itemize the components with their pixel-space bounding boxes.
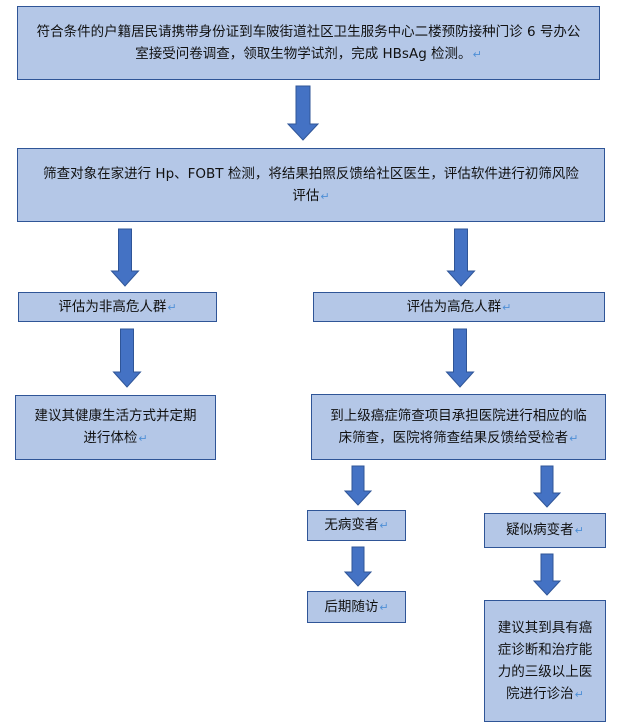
arrow-screening-to-suspected bbox=[532, 465, 562, 508]
arrow-step2-to-non-high-risk bbox=[110, 228, 140, 287]
step1-box: 符合条件的户籍居民请携带身份证到车陂街道社区卫生服务中心二楼预防接种门诊 6 号… bbox=[17, 6, 600, 80]
return-mark-icon: ↵ bbox=[574, 524, 584, 537]
return-mark-icon: ↵ bbox=[472, 47, 482, 61]
return-mark-icon: ↵ bbox=[138, 432, 148, 445]
suspected-lesion-box: 疑似病变者↵ bbox=[484, 513, 606, 548]
arrow-non-high-risk-to-advice bbox=[112, 328, 142, 388]
follow-up-box: 后期随访↵ bbox=[307, 591, 406, 623]
hospital-screening-text: 到上级癌症筛查项目承担医院进行相应的临床筛查，医院将筛查结果反馈给受检者 bbox=[330, 407, 587, 446]
suspected-lesion-text: 疑似病变者 bbox=[506, 522, 574, 538]
step2-text: 筛查对象在家进行 Hp、FOBT 检测，将结果拍照反馈给社区医生，评估软件进行初… bbox=[43, 165, 579, 204]
follow-up-text: 后期随访 bbox=[324, 598, 379, 615]
high-risk-box: 评估为高危人群↵ bbox=[313, 292, 605, 322]
step1-text: 符合条件的户籍居民请携带身份证到车陂街道社区卫生服务中心二楼预防接种门诊 6 号… bbox=[36, 23, 581, 62]
no-lesion-text: 无病变者 bbox=[324, 517, 379, 533]
no-lesion-box: 无病变者↵ bbox=[307, 510, 406, 541]
return-mark-icon: ↵ bbox=[379, 519, 389, 532]
hospital-screening-box: 到上级癌症筛查项目承担医院进行相应的临床筛查，医院将筛查结果反馈给受检者↵ bbox=[311, 394, 606, 460]
return-mark-icon: ↵ bbox=[569, 431, 579, 445]
step2-box: 筛查对象在家进行 Hp、FOBT 检测，将结果拍照反馈给社区医生，评估软件进行初… bbox=[17, 148, 605, 222]
arrow-suspected-to-treatment bbox=[532, 553, 562, 596]
arrow-no-lesion-to-follow-up bbox=[343, 546, 373, 587]
return-mark-icon: ↵ bbox=[502, 300, 512, 314]
return-mark-icon: ↵ bbox=[320, 189, 330, 203]
return-mark-icon: ↵ bbox=[574, 687, 584, 701]
return-mark-icon: ↵ bbox=[167, 300, 177, 314]
treatment-advice-box: 建议其到具有癌症诊断和治疗能力的三级以上医院进行诊治↵ bbox=[484, 600, 606, 722]
arrow-high-risk-to-screening bbox=[445, 328, 475, 388]
return-mark-icon: ↵ bbox=[379, 600, 389, 614]
non-high-risk-box: 评估为非高危人群↵ bbox=[18, 292, 217, 322]
arrow-screening-to-no-lesion bbox=[343, 465, 373, 506]
lifestyle-advice-text: 建议其健康生活方式并定期进行体检 bbox=[34, 408, 197, 446]
arrow-step1-to-step2 bbox=[286, 85, 320, 141]
non-high-risk-text: 评估为非高危人群 bbox=[58, 298, 167, 315]
lifestyle-advice-box: 建议其健康生活方式并定期进行体检↵ bbox=[15, 395, 216, 460]
high-risk-text: 评估为高危人群 bbox=[406, 298, 502, 315]
arrow-step2-to-high-risk bbox=[446, 228, 476, 287]
treatment-advice-text: 建议其到具有癌症诊断和治疗能力的三级以上医院进行诊治 bbox=[497, 619, 593, 702]
